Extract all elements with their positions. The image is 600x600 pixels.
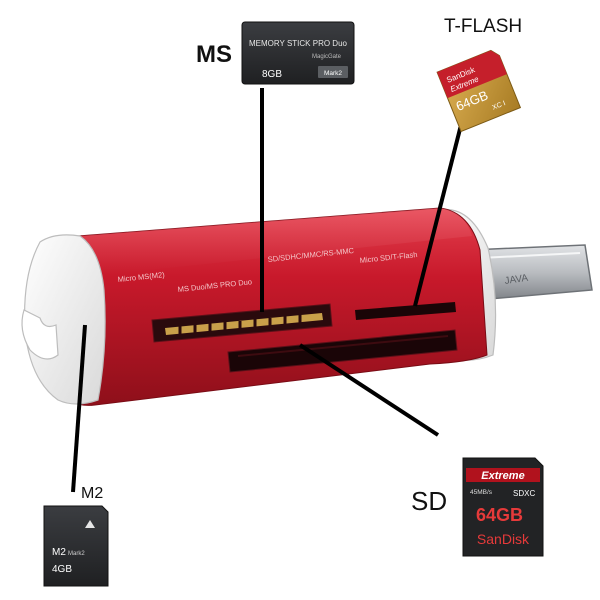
microsd-card: SanDisk Extreme 64GB XC I <box>436 49 522 133</box>
sd-card-line: Extreme <box>481 470 524 482</box>
ms-duo-slot <box>151 303 333 343</box>
sd-card-speed: 45MB/s <box>470 489 493 496</box>
card-reader-body: Micro MS(M2) MS Duo/MS PRO Duo SD/SDHC/M… <box>21 207 497 406</box>
m2-card-capacity: 4GB <box>52 564 72 575</box>
ms-duo-card: MEMORY STICK PRO Duo MagicGate 8GB Mark2 <box>241 21 355 85</box>
tf-slot <box>355 302 456 320</box>
m2-card-model: M2 <box>52 547 66 558</box>
ms-card-subtitle: MagicGate <box>312 54 342 60</box>
ms-card-capacity: 8GB <box>262 69 282 80</box>
label-sd: SD <box>411 486 447 516</box>
sd-card-brand: SanDisk <box>477 531 530 547</box>
sd-card: Extreme 45MB/s SDXC 64GB SanDisk <box>462 457 544 557</box>
ms-card-tag: Mark2 <box>324 70 342 77</box>
usb-connector: JAVA <box>469 244 593 301</box>
tflash-pointer-line <box>413 124 463 307</box>
sd-pointer-line <box>298 343 440 437</box>
microsd-class: XC I <box>491 100 506 112</box>
m2-pointer-line <box>71 324 87 493</box>
label-ms: MS <box>196 41 232 68</box>
m2-card: M2 Mark2 4GB <box>43 505 109 587</box>
sd-card-format: SDXC <box>513 489 535 498</box>
sd-card-capacity: 64GB <box>476 505 523 525</box>
label-tflash: T-FLASH <box>444 16 522 37</box>
label-m2: M2 <box>81 485 103 502</box>
ms-card-title: MEMORY STICK PRO Duo <box>249 39 348 48</box>
lanyard-loop <box>21 309 59 360</box>
m2-card-sub: Mark2 <box>68 551 85 557</box>
usb-text: JAVA <box>504 273 529 287</box>
pointer-lines <box>71 88 463 493</box>
